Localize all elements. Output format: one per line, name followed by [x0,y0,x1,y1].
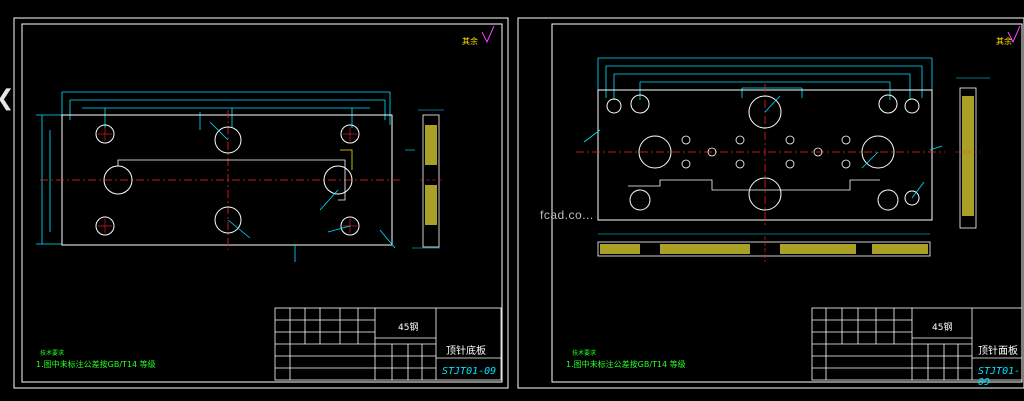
leader-lines [209,121,396,262]
sheet-border-outer [517,17,1024,389]
watermark-text: fcad.co... [540,208,594,222]
sheet-border-outer [13,17,509,389]
corner-mark-right: 其余 [996,37,1012,46]
side-section-view [955,77,990,229]
drawing-code-right: STJT01-09 [978,366,1021,388]
dimension-lines-top [597,57,933,100]
centerlines [576,84,945,226]
leader-lines [583,95,943,199]
holes [606,94,920,211]
material-right: 45钢 [932,323,953,333]
roughness-symbol-icon [1007,25,1021,44]
pin-holes [681,135,851,169]
chevron-left-icon[interactable]: ❮ [0,86,14,111]
title-block-right [811,307,1023,381]
tech-requirements-line-left: 1.图中未标注公差按GB/T14 等级 [36,360,156,369]
bottom-section-view [597,233,931,262]
corner-mark-left: 其余 [462,37,478,46]
inner-step-line [117,159,346,201]
part-name-left: 顶针底板 [446,346,486,357]
inner-step-line [628,179,880,191]
tech-requirements-title-right: 技术要求 [572,350,597,357]
roughness-symbol-icon [481,25,495,44]
tech-requirements-title-left: 技术要求 [40,350,65,357]
tech-requirements-line-right: 1.图中未标注公差按GB/T14 等级 [566,360,686,369]
drawing-code-left: STJT01-09 [442,366,497,377]
title-block-left [274,307,502,381]
centerlines [40,110,400,250]
sheet-border-inner [21,23,503,383]
side-section-view [405,109,444,249]
material-left: 45钢 [398,323,419,333]
sheet-border-inner [551,23,1023,383]
part-name-right: 顶针面板 [978,346,1018,357]
dimension-lines-left [36,114,62,245]
step-yellow [340,149,353,170]
